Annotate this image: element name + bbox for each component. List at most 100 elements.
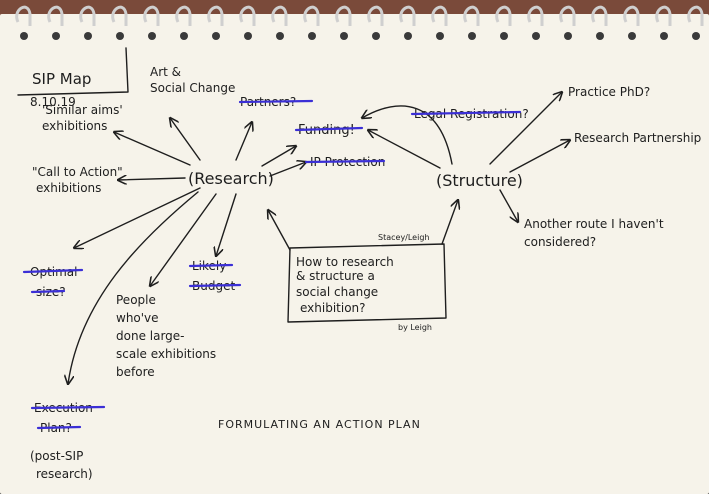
svg-text:before: before xyxy=(116,365,155,379)
arrow-box-to-structure xyxy=(441,200,458,245)
strikethrough xyxy=(36,425,82,430)
strikethrough xyxy=(238,99,314,104)
node-legal-registration: Legal Registration? xyxy=(410,107,529,121)
footer-heading: FORMULATING AN ACTION PLAN xyxy=(218,418,421,431)
binding-hole xyxy=(404,32,412,40)
binding-hole xyxy=(180,32,188,40)
strikethrough xyxy=(188,283,242,288)
arrow-box-to-research xyxy=(268,210,291,251)
arrow-to-research-partnership xyxy=(509,140,570,173)
binding-hole xyxy=(212,32,220,40)
svg-text:Another route I haven't: Another route I haven't xyxy=(524,217,664,231)
arrow-to-another-route xyxy=(499,189,518,222)
node-funding: Funding! xyxy=(294,123,364,138)
arrow-to-similar-aims xyxy=(114,132,191,166)
spiral-ring xyxy=(623,5,640,26)
node-execution-plan: Execution Plan? xyxy=(30,401,106,435)
node-research-partnership: Research Partnership xyxy=(574,131,701,145)
svg-text:exhibitions: exhibitions xyxy=(36,181,101,195)
node-another-route: Another route I haven't considered? xyxy=(524,217,664,249)
title-underline-box xyxy=(17,47,129,96)
svg-text:"Call to Action": "Call to Action" xyxy=(32,165,123,179)
binding-hole xyxy=(436,32,444,40)
svg-text:Funding!: Funding! xyxy=(298,123,355,138)
svg-text:'Similar aims': 'Similar aims' xyxy=(42,103,123,117)
spiral-ring xyxy=(431,5,448,26)
question-box: How to research & structure a social cha… xyxy=(268,200,458,332)
spiral-ring xyxy=(239,5,256,26)
binding-hole xyxy=(596,32,604,40)
spiral-ring xyxy=(111,5,128,26)
spiral-ring xyxy=(399,5,416,26)
binding-hole xyxy=(692,32,700,40)
strikethrough xyxy=(294,126,364,132)
binding-hole xyxy=(468,32,476,40)
strikethrough xyxy=(22,268,84,274)
spiral-ring xyxy=(207,5,224,26)
question-box-border xyxy=(287,243,447,323)
structure-arrows xyxy=(362,92,570,222)
spiral-ring xyxy=(463,5,480,26)
binding-hole xyxy=(84,32,92,40)
structure-label: (Structure) xyxy=(436,171,523,190)
svg-text:Practice PhD?: Practice PhD? xyxy=(568,85,650,99)
binding-hole xyxy=(532,32,540,40)
spiral-ring xyxy=(143,5,160,26)
binding-hole xyxy=(276,32,284,40)
structure-node: (Structure) xyxy=(436,171,523,190)
spiral-ring xyxy=(367,5,384,26)
svg-text:considered?: considered? xyxy=(524,235,596,249)
svg-text:done large-: done large- xyxy=(116,329,185,343)
spiral-binding xyxy=(15,5,704,40)
binding-hole xyxy=(500,32,508,40)
spiral-ring xyxy=(687,5,704,26)
spiral-ring xyxy=(559,5,576,26)
svg-text:exhibitions: exhibitions xyxy=(42,119,107,133)
map-title: SIP Map xyxy=(32,70,91,88)
arrow-to-ip xyxy=(269,162,306,177)
spiral-ring xyxy=(15,5,32,26)
svg-text:(post-SIP: (post-SIP xyxy=(30,449,83,463)
research-arrows xyxy=(68,118,306,384)
spiral-ring xyxy=(527,5,544,26)
svg-text:People: People xyxy=(116,293,156,307)
map-date: 8.10.19 xyxy=(30,95,76,109)
arrow-structure-to-funding xyxy=(368,130,441,169)
svg-text:Social Change: Social Change xyxy=(150,81,235,95)
arrow-to-practice-phd xyxy=(489,92,562,165)
svg-text:scale exhibitions: scale exhibitions xyxy=(116,347,216,361)
research-node: (Research) xyxy=(188,169,274,188)
binding-hole xyxy=(20,32,28,40)
node-call-to-action: "Call to Action" exhibitions xyxy=(32,165,123,195)
node-practice-phd: Practice PhD? xyxy=(568,85,650,99)
question-author-bottom: by Leigh xyxy=(398,323,432,332)
binding-hole xyxy=(52,32,60,40)
spiral-ring xyxy=(591,5,608,26)
spiral-ring xyxy=(495,5,512,26)
spiral-ring xyxy=(271,5,288,26)
binding-hole xyxy=(116,32,124,40)
strikethrough xyxy=(188,263,234,268)
arrow-to-execution xyxy=(68,191,199,384)
question-line-4: exhibition? xyxy=(300,301,366,315)
strikethrough xyxy=(30,289,66,294)
arrow-to-partners xyxy=(235,122,252,161)
arrow-to-call-to-action xyxy=(118,178,186,180)
binding-hole xyxy=(660,32,668,40)
arrow-to-optimal-size xyxy=(74,187,201,248)
question-line-2: & structure a xyxy=(296,269,375,283)
svg-text:Art &: Art & xyxy=(150,65,181,79)
arrow-structure-to-legal xyxy=(362,105,453,165)
spiral-ring xyxy=(47,5,64,26)
arrow-to-people xyxy=(150,193,217,286)
node-likely-budget: Likely Budget xyxy=(188,259,242,293)
binding-hole xyxy=(372,32,380,40)
node-ip-protection: IP Protection xyxy=(304,155,385,169)
node-post-sip: (post-SIP research) xyxy=(30,449,93,481)
arrow-to-budget xyxy=(216,193,237,256)
binding-hole xyxy=(564,32,572,40)
binding-hole xyxy=(628,32,636,40)
arrow-to-art xyxy=(170,118,201,161)
